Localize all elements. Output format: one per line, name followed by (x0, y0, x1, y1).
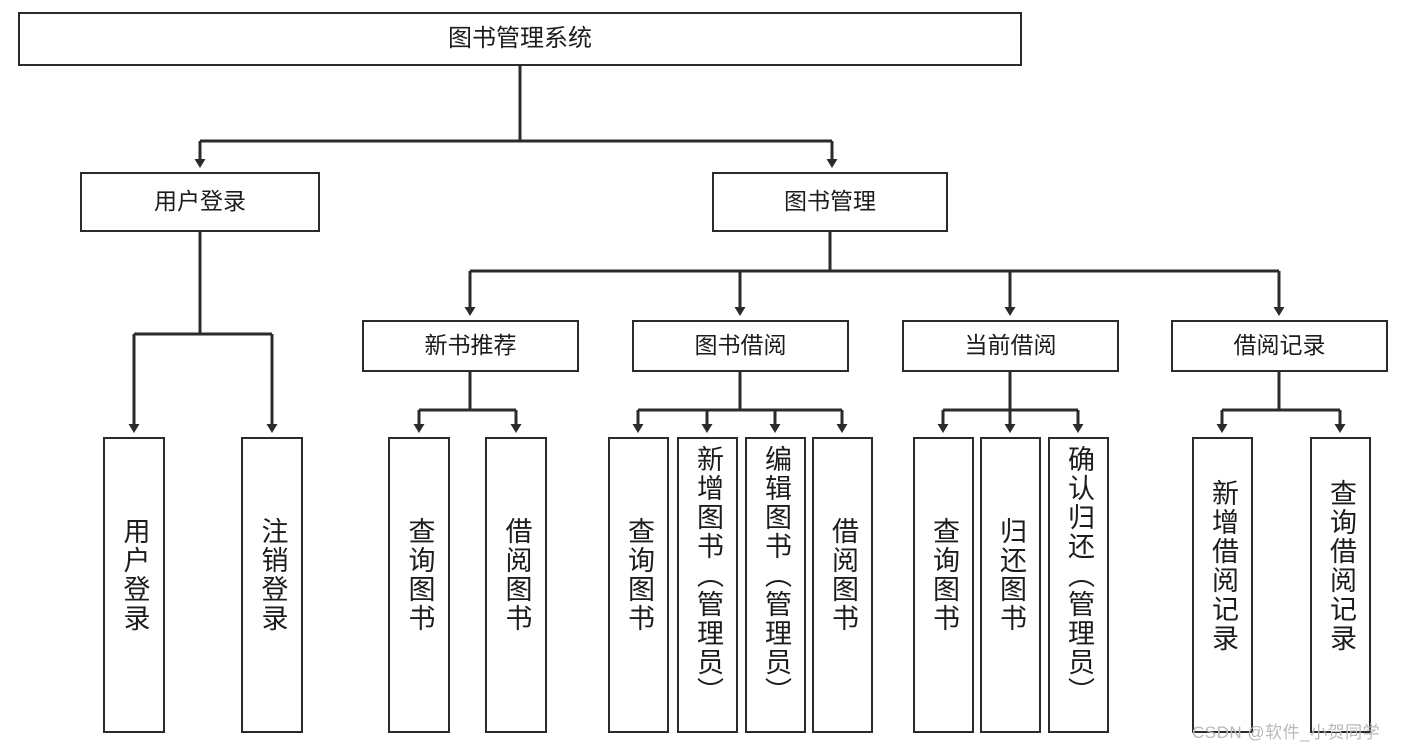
leaf-query-borrow-record[interactable]: 查询借阅记录 (1310, 437, 1371, 733)
node-label: 借阅图书 (828, 517, 858, 633)
csdn-watermark: CSDN @软件_小贺同学 (1192, 723, 1381, 742)
node-label: 编辑图书（管理员） (761, 445, 791, 706)
leaf-borrow-book-recommend[interactable]: 借阅图书 (485, 437, 547, 733)
node-label: 归还图书 (996, 517, 1026, 633)
leaf-query-book-borrow[interactable]: 查询图书 (608, 437, 669, 733)
node-label: 确认归还（管理员） (1064, 445, 1094, 706)
node-label: 图书管理系统 (448, 24, 592, 52)
node-label: 查询图书 (404, 517, 435, 633)
node-label: 当前借阅 (964, 332, 1057, 359)
leaf-add-borrow-record[interactable]: 新增借阅记录 (1192, 437, 1253, 733)
leaf-confirm-return-admin[interactable]: 确认归还（管理员） (1048, 437, 1109, 733)
node-current-borrow[interactable]: 当前借阅 (902, 320, 1119, 372)
leaf-return-book[interactable]: 归还图书 (980, 437, 1041, 733)
node-new-book-recommend[interactable]: 新书推荐 (362, 320, 579, 372)
leaf-add-book-admin[interactable]: 新增图书（管理员） (677, 437, 738, 733)
node-label: 图书借阅 (694, 332, 787, 359)
leaf-edit-book-admin[interactable]: 编辑图书（管理员） (745, 437, 806, 733)
node-borrow-records[interactable]: 借阅记录 (1171, 320, 1388, 372)
node-book-borrow[interactable]: 图书借阅 (632, 320, 849, 372)
leaf-logout[interactable]: 注销登录 (241, 437, 303, 733)
leaf-query-book-recommend[interactable]: 查询图书 (388, 437, 450, 733)
leaf-borrow-book[interactable]: 借阅图书 (812, 437, 873, 733)
node-label: 查询图书 (929, 517, 959, 633)
node-user-login[interactable]: 用户登录 (80, 172, 320, 232)
leaf-user-login[interactable]: 用户登录 (103, 437, 165, 733)
node-label: 借阅记录 (1233, 332, 1326, 359)
node-label: 新增图书（管理员） (693, 445, 723, 706)
node-label: 新书推荐 (424, 332, 517, 359)
node-label: 查询借阅记录 (1326, 479, 1356, 653)
node-label: 图书管理 (784, 188, 876, 215)
node-book-management[interactable]: 图书管理 (712, 172, 948, 232)
node-label: 新增借阅记录 (1208, 479, 1238, 653)
node-label: 用户登录 (119, 517, 150, 633)
node-root-system[interactable]: 图书管理系统 (18, 12, 1022, 66)
node-label: 注销登录 (257, 517, 288, 633)
node-label: 查询图书 (624, 517, 654, 633)
node-label: 用户登录 (154, 188, 246, 215)
leaf-query-book-current[interactable]: 查询图书 (913, 437, 974, 733)
node-label: 借阅图书 (501, 517, 532, 633)
